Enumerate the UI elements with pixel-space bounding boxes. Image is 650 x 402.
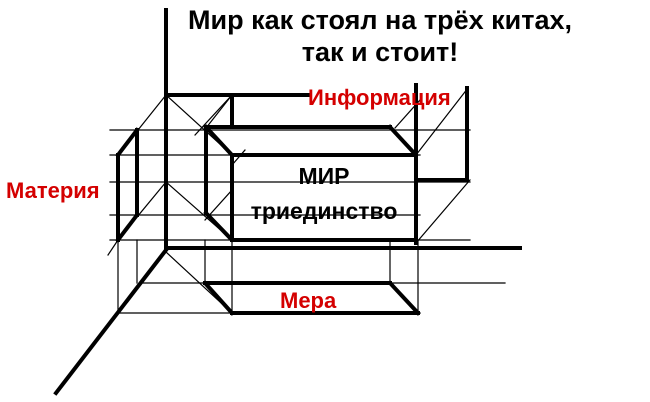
label-information: Информация [308, 85, 451, 110]
title-line-2: так и стоит! [301, 37, 459, 67]
measure-box [202, 280, 421, 316]
label-triedinstvo: триединство [250, 198, 398, 224]
information-box [164, 83, 469, 245]
axis-diagonal [53, 247, 169, 396]
label-measure: Мера [280, 288, 337, 313]
label-matter: Материя [6, 178, 100, 203]
label-mir: МИР [298, 163, 350, 189]
title-line-1: Мир как стоял на трёх китах, [188, 5, 572, 35]
matter-box [115, 127, 140, 243]
mir-box [203, 124, 418, 243]
